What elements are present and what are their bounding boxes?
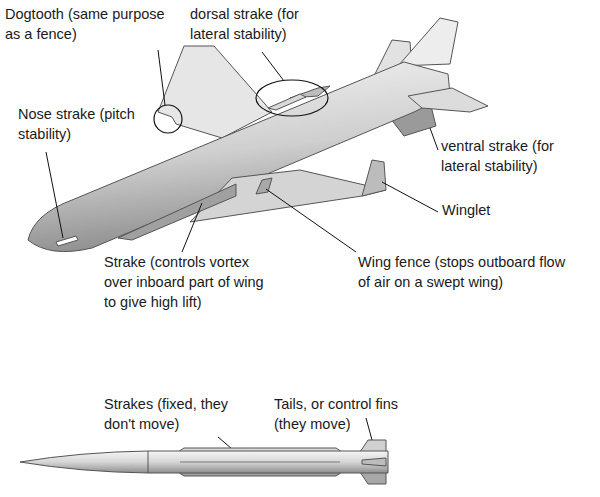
missile-fin: [362, 458, 386, 466]
dorsal-strake-ellipse: [256, 80, 328, 116]
dogtooth-circle: [154, 105, 182, 133]
missile-fin: [360, 440, 386, 452]
part-label: Dogtooth (same purpose as a fence): [5, 4, 173, 44]
winglet: [362, 160, 386, 196]
part-label: Strakes (fixed, they don't move): [104, 394, 254, 434]
part-label: dorsal strake (for lateral stability): [190, 4, 340, 44]
part-label: Tails, or control fins (they move): [274, 394, 404, 434]
leading-edge-strake: [118, 184, 236, 240]
nose-strake: [56, 236, 78, 246]
dorsal-strake: [268, 94, 306, 110]
missile-fin: [360, 472, 386, 484]
near-tailplane: [408, 88, 488, 112]
part-label: Nose strake (pitch stability): [18, 104, 148, 144]
fuselage: [28, 62, 450, 252]
part-label: Winglet: [442, 200, 562, 220]
part-label: ventral strake (for lateral stability): [441, 136, 597, 176]
missile-body: [20, 451, 388, 473]
part-label: Wing fence (stops outboard flow of air o…: [358, 252, 578, 292]
part-label: Strake (controls vortex over inboard par…: [104, 252, 276, 312]
vertical-fin: [398, 18, 458, 66]
